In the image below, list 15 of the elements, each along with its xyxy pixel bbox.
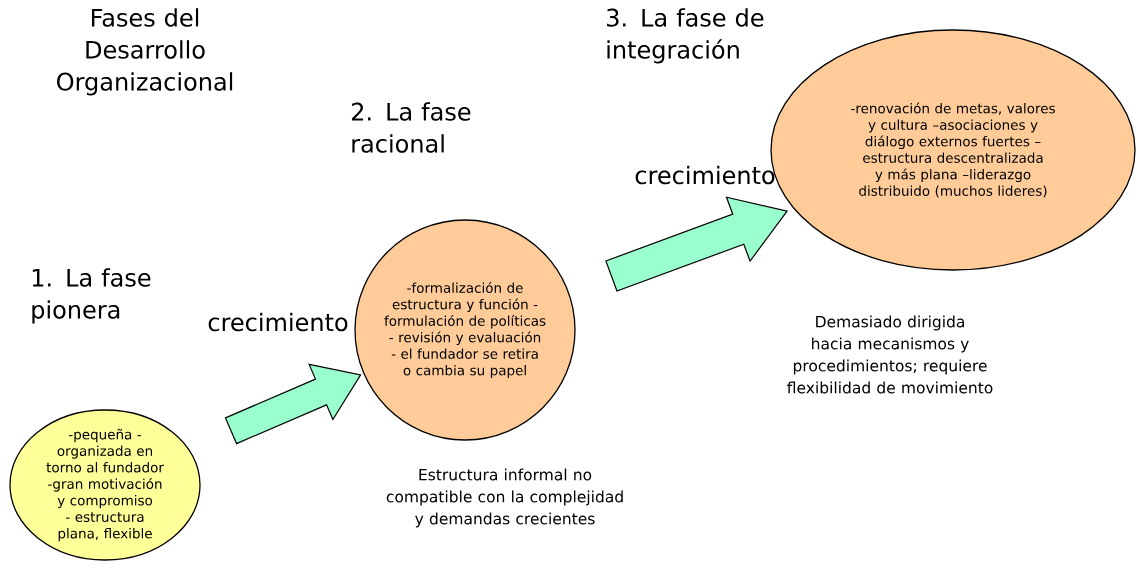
phase-heading: 1. La fase pionera xyxy=(32,268,151,324)
edge-label: crecimiento xyxy=(208,312,348,332)
phase-heading: 3. La fase de integración xyxy=(607,8,764,64)
phase-heading: 2. La fase racional xyxy=(351,102,471,153)
note: Demasiado dirigida hacia mecanismos y procedimientos; requiere flexibilidad de movimiento xyxy=(787,315,993,394)
phase-description: -renovación de metas, valores y cultura –asociaciones y diálogo externos fuertes –estructura descentralizada y más plana –liderazgo distribuido (muchos lideres) xyxy=(851,102,1055,198)
block-arrow xyxy=(605,196,789,292)
phase-description: -pequeña - organizada en torno al fundador -gran motivación y compromiso - estructura plana, flexible xyxy=(46,428,164,542)
block-arrow xyxy=(224,363,362,445)
phase-description: -formalización de estructura y función - formulación de políticas - revisión y evaluación - el fundador se retira o cambia su papel xyxy=(384,281,546,379)
title: Fases del Desarrollo Organizacional xyxy=(57,8,233,96)
phase-ellipse xyxy=(9,409,201,561)
note: Estructura informal no compatible con la complejidad y demandas crecientes xyxy=(386,468,623,528)
edge-label: crecimiento xyxy=(635,165,775,185)
phase-ellipse xyxy=(354,219,576,441)
